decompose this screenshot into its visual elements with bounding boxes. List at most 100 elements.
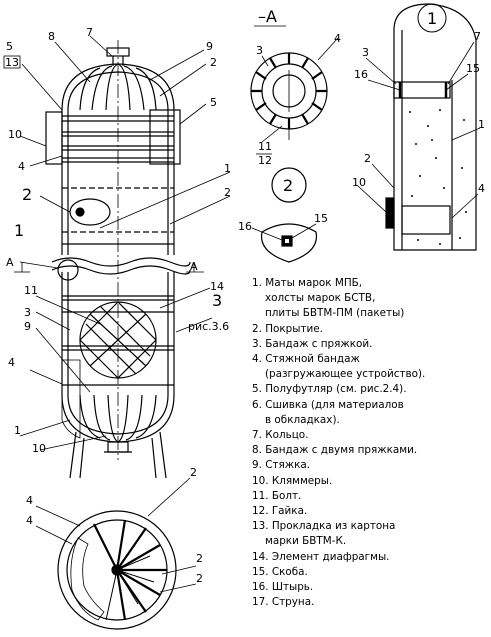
svg-text:2: 2 xyxy=(364,152,371,165)
legend-text: Стяжной бандаж xyxy=(265,353,360,366)
legend-number: 10. xyxy=(252,474,269,487)
legend-item: 14. Элемент диафрагмы. xyxy=(252,550,488,565)
svg-text:9: 9 xyxy=(24,320,31,333)
legend-text: Полуфутляр (см. рис.2.4). xyxy=(265,383,407,396)
svg-text:15: 15 xyxy=(466,62,480,75)
svg-text:16: 16 xyxy=(238,220,252,233)
legend-number: 6. xyxy=(252,398,262,411)
legend-text: Бандаж с пряжкой. xyxy=(265,337,373,350)
svg-text:1: 1 xyxy=(224,162,231,175)
svg-text:2: 2 xyxy=(190,466,197,479)
section-a-view xyxy=(250,25,328,140)
legend-text: Бандаж с двумя пряжками. xyxy=(265,444,418,457)
legend-text: Маты марок МПБ, xyxy=(265,277,363,289)
svg-text:11: 11 xyxy=(24,284,38,297)
detail-1-view xyxy=(385,3,477,251)
legend-number: 15. xyxy=(252,565,269,578)
legend-text: Элемент диафрагмы. xyxy=(271,550,390,563)
legend-item: 3. Бандаж с пряжкой. xyxy=(252,337,488,352)
svg-text:10: 10 xyxy=(352,176,366,189)
main-leaders xyxy=(14,35,231,451)
svg-text:3: 3 xyxy=(256,44,263,57)
svg-text:11: 11 xyxy=(258,140,272,153)
legend-item: 7. Кольцо. xyxy=(252,428,488,443)
svg-text:15: 15 xyxy=(314,212,328,225)
legend-item: (разгружающее устройство). xyxy=(252,367,488,382)
legend-item: 17. Струна. xyxy=(252,595,488,610)
svg-text:4: 4 xyxy=(26,514,33,527)
legend-text: Прокладка из картона xyxy=(271,520,396,533)
svg-text:7: 7 xyxy=(86,26,93,39)
legend-item: 15. Скоба. xyxy=(252,565,488,580)
svg-text:4: 4 xyxy=(26,494,33,507)
legend-number: 5. xyxy=(252,383,262,396)
legend-text: Кольцо. xyxy=(265,429,309,442)
legend-number: 1. xyxy=(252,277,262,289)
legend-number: 9. xyxy=(252,459,262,472)
vessel-main-view xyxy=(45,40,191,479)
svg-text:1: 1 xyxy=(478,118,485,131)
legend-item: 9. Стяжка. xyxy=(252,458,488,473)
legend-item: в обкладках). xyxy=(252,413,488,428)
svg-text:1: 1 xyxy=(427,9,437,28)
support-legs xyxy=(69,431,167,479)
detail-1-marker xyxy=(57,259,79,281)
legend-number: 16. xyxy=(252,581,269,594)
legend-item: 16. Штырь. xyxy=(252,580,488,595)
legend-item: 6. Сшивка (для материалов xyxy=(252,398,488,413)
legend-item: 12. Гайка. xyxy=(252,504,488,519)
legend-item: 2. Покрытие. xyxy=(252,322,488,337)
legend-text: Стяжка. xyxy=(265,459,311,472)
svg-text:4: 4 xyxy=(334,32,341,45)
legend-text: (разгружающее устройство). xyxy=(265,368,426,381)
svg-text:7: 7 xyxy=(474,30,481,43)
svg-text:10: 10 xyxy=(32,442,46,455)
legend-text: Штырь. xyxy=(271,581,314,594)
svg-text:1: 1 xyxy=(14,424,21,437)
legend-text: Струна. xyxy=(271,596,315,609)
half-case xyxy=(149,109,181,165)
legend-item: 13. Прокладка из картона xyxy=(252,519,488,534)
svg-text:8: 8 xyxy=(48,30,55,43)
svg-text:14: 14 xyxy=(210,280,224,293)
legend-text: холсты марок БСТВ, xyxy=(265,292,376,305)
svg-text:12: 12 xyxy=(258,154,272,167)
legend-item: 8. Бандаж с двумя пряжками. xyxy=(252,443,488,458)
legend-item: 1. Маты марок МПБ, xyxy=(252,276,488,291)
diaphragm-element xyxy=(45,111,63,165)
legend-number: 3. xyxy=(252,337,262,350)
svg-text:3: 3 xyxy=(212,291,222,310)
bottom-view xyxy=(57,510,177,630)
legend-text: Покрытие. xyxy=(265,322,323,335)
callout-labels: 5 13 8 7 9 2 5 10 4 1 2 2 1 А А 14 11 3 … xyxy=(3,3,485,585)
legend-text: в обкладках). xyxy=(265,413,340,426)
svg-text:2: 2 xyxy=(196,572,203,585)
svg-text:2: 2 xyxy=(196,552,203,565)
detail-2-marker xyxy=(271,167,307,203)
legend-number: 12. xyxy=(252,505,269,518)
legend-text: Сшивка (для материалов xyxy=(265,398,404,411)
svg-text:А: А xyxy=(6,256,14,269)
legend-item: холсты марок БСТВ, xyxy=(252,291,488,306)
legend-text: плиты БВТМ-ПМ (пакеты) xyxy=(265,307,405,320)
legend-number: 13. xyxy=(252,520,269,533)
legend-number: 8. xyxy=(252,444,262,457)
svg-text:2: 2 xyxy=(210,56,217,69)
svg-text:3: 3 xyxy=(362,46,369,59)
legend-number: 4. xyxy=(252,353,262,366)
svg-text:3: 3 xyxy=(24,306,31,319)
legend-item: 5. Полуфутляр (см. рис.2.4). xyxy=(252,382,488,397)
legend-item: 10. Кляммеры. xyxy=(252,474,488,489)
legend: 1. Маты марок МПБ,холсты марок БСТВ,плит… xyxy=(252,276,488,610)
legend-number: 7. xyxy=(252,429,262,442)
legend-item: 11. Болт. xyxy=(252,489,488,504)
svg-text:4: 4 xyxy=(8,356,15,369)
svg-text:10: 10 xyxy=(8,128,22,141)
svg-text:2: 2 xyxy=(283,176,293,195)
legend-text: Болт. xyxy=(271,489,302,502)
legend-text: Кляммеры. xyxy=(271,474,333,487)
svg-text:4: 4 xyxy=(478,182,485,195)
legend-item: 4. Стяжной бандаж xyxy=(252,352,488,367)
